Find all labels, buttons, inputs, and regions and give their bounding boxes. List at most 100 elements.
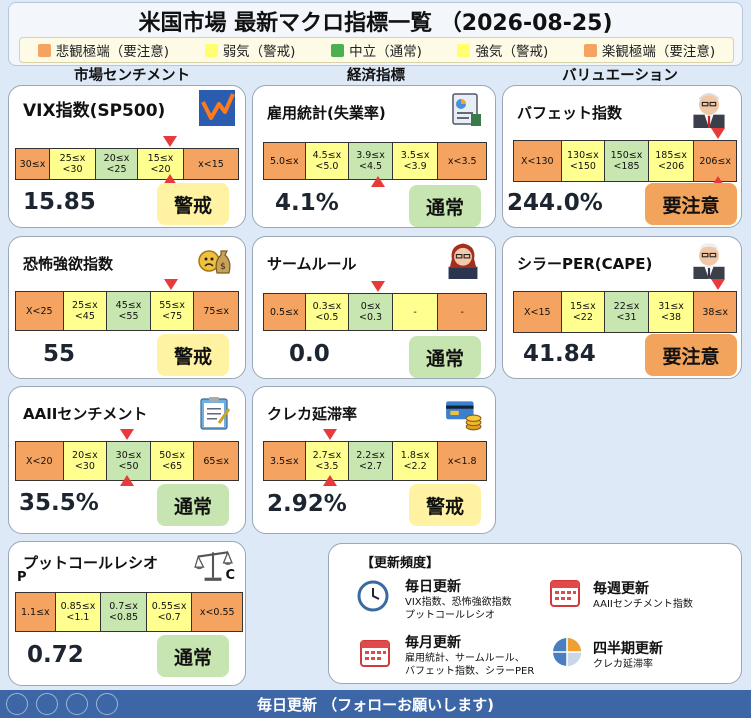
legend-item-neutral: 中立（通常) xyxy=(331,40,422,60)
range-cell: - xyxy=(438,294,486,330)
call-label: C xyxy=(225,568,235,583)
status-badge: 警戒 xyxy=(157,183,229,225)
range-cell: 55≤x<75 xyxy=(150,292,195,330)
indicator-value: 244.0% xyxy=(507,190,603,216)
card-fear-greed: 恐怖強欲指数 $ X<25 25≤x<45 45≤x<55 55≤x<75 75… xyxy=(8,236,246,379)
range-scale: 5.0≤x 4.5≤x<5.0 3.9≤x<4.5 3.5≤x<3.9 x<3.… xyxy=(263,142,487,180)
current-marker-top xyxy=(163,136,177,147)
trend-chart-icon xyxy=(199,90,235,126)
card-title: AAIIセンチメント xyxy=(23,405,148,423)
range-cell: 1.1≤x xyxy=(16,593,56,631)
range-cell: 30≤x<50 xyxy=(107,442,151,480)
range-cell: 25≤x<30 xyxy=(50,149,96,179)
legend-item-bearish: 弱気（警戒) xyxy=(204,40,295,60)
pen-tool-icon[interactable] xyxy=(6,693,28,715)
range-cell: - xyxy=(392,294,439,330)
range-cell: x<3.5 xyxy=(438,143,486,179)
range-cell: 3.5≤x xyxy=(264,442,306,480)
credit-card-icon xyxy=(446,401,482,431)
card-title: 雇用統計(失業率) xyxy=(267,104,386,122)
range-cell: 4.5≤x<5.0 xyxy=(305,143,350,179)
more-options-icon[interactable] xyxy=(96,693,118,715)
range-scale: X<130 130≤x<150 150≤x<185 185≤x<206 206≤… xyxy=(513,140,737,182)
footer-text: 毎日更新 （フォローお願いします) xyxy=(256,696,495,714)
monthly-update: 毎月更新 雇用統計、サームルール、 バフェット指数、シラーPER xyxy=(405,635,535,677)
legend-item-extreme-pessimism: 悲観極端（要注意) xyxy=(37,40,169,60)
range-cell: X<15 xyxy=(514,292,562,332)
range-scale: X<15 15≤x<22 22≤x<31 31≤x<38 38≤x xyxy=(513,291,737,333)
page-title: 米国市場 最新マクロ指標一覧 （2026-08-25) xyxy=(138,11,613,36)
status-badge: 警戒 xyxy=(157,334,229,376)
range-scale: 1.1≤x 0.85≤x<1.1 0.7≤x<0.85 0.55≤x<0.7 x… xyxy=(15,592,243,632)
range-cell: 25≤x<45 xyxy=(63,292,108,330)
range-cell: 15≤x<22 xyxy=(561,292,606,332)
range-cell: X<25 xyxy=(16,292,64,330)
calendar-icon xyxy=(360,640,390,667)
card-title: シラーPER(CAPE) xyxy=(517,255,653,273)
range-cell: x<15 xyxy=(184,149,238,179)
calendar-icon xyxy=(550,580,580,607)
daily-update: 毎日更新 VIX指数、恐怖強欲指数 プットコールレシオ xyxy=(405,579,512,621)
portrait-icon xyxy=(693,243,725,279)
range-cell: 0.5≤x xyxy=(264,294,306,330)
range-cell: x<0.55 xyxy=(192,593,242,631)
card-sahm-rule: サームルール 0.5≤x 0.3≤x<0.5 0≤x<0.3 - - 0.0 通… xyxy=(252,236,496,379)
card-put-call: プットコールレシオ P C 1.1≤x 0.85≤x<1.1 0.7≤x<0.8… xyxy=(8,541,246,686)
column-heading-economy: 経済指標 xyxy=(347,68,405,84)
range-cell: 3.9≤x<4.5 xyxy=(349,143,393,179)
range-cell: 38≤x xyxy=(694,292,737,332)
status-badge: 通常 xyxy=(157,635,229,677)
card-aaii: AAIIセンチメント X<20 20≤x<30 30≤x<50 50≤x<65 … xyxy=(8,386,246,534)
status-badge: 要注意 xyxy=(645,183,737,225)
svg-text:$: $ xyxy=(220,262,226,272)
range-cell: 20≤x<30 xyxy=(63,442,108,480)
indicator-value: 2.92% xyxy=(267,491,347,517)
range-cell: 0.55≤x<0.7 xyxy=(146,593,193,631)
slides-tool-icon[interactable] xyxy=(36,693,58,715)
card-vix: VIX指数(SP500) 30≤x 25≤x<30 20≤x<25 15≤x<2… xyxy=(8,85,246,228)
current-marker-top xyxy=(371,281,385,292)
current-marker-top xyxy=(120,429,134,440)
update-frequency-title: 【更新頻度】 xyxy=(361,556,440,571)
card-employment: 雇用統計(失業率) 5.0≤x 4.5≤x<5.0 3.9≤x<4.5 3.5≤… xyxy=(252,85,496,228)
legend: 悲観極端（要注意) 弱気（警戒) 中立（通常) 強気（警戒) 楽観極端（要注意) xyxy=(19,37,734,63)
current-marker-top xyxy=(711,279,725,290)
put-label: P xyxy=(17,570,27,585)
current-marker-bottom xyxy=(711,176,725,187)
range-cell: 0.7≤x<0.85 xyxy=(101,593,147,631)
column-heading-sentiment: 市場センチメント xyxy=(74,68,190,84)
indicator-value: 55 xyxy=(43,341,76,367)
range-cell: 22≤x<31 xyxy=(605,292,649,332)
range-cell: X<20 xyxy=(16,442,64,480)
range-cell: 185≤x<206 xyxy=(648,141,695,181)
range-cell: 5.0≤x xyxy=(264,143,306,179)
header: 米国市場 最新マクロ指標一覧 （2026-08-25) 悲観極端（要注意) 弱気… xyxy=(8,2,743,66)
status-badge: 通常 xyxy=(409,185,481,227)
weekly-update: 毎週更新 AAIIセンチメント指数 xyxy=(593,581,693,610)
current-marker-top xyxy=(164,279,178,290)
range-cell: 0≤x<0.3 xyxy=(349,294,393,330)
card-title: クレカ延滞率 xyxy=(267,405,358,423)
portrait-icon xyxy=(693,93,725,128)
zoom-icon[interactable] xyxy=(66,693,88,715)
range-cell: 2.2≤x<2.7 xyxy=(349,442,393,480)
card-title: サームルール xyxy=(267,255,357,273)
range-cell: 130≤x<150 xyxy=(561,141,606,181)
card-title: プットコールレシオ xyxy=(23,554,159,572)
range-scale: 30≤x 25≤x<30 20≤x<25 15≤x<20 x<15 xyxy=(15,148,239,180)
card-title: 恐怖強欲指数 xyxy=(23,255,114,273)
range-cell: 1.8≤x<2.2 xyxy=(392,442,439,480)
clock-icon xyxy=(357,580,389,612)
report-icon xyxy=(452,93,481,126)
update-frequency-panel: 【更新頻度】 毎日更新 VIX指数、恐怖強欲指数 プットコールレシオ 毎週更新 … xyxy=(328,543,742,684)
range-cell: 50≤x<65 xyxy=(150,442,195,480)
indicator-value: 35.5% xyxy=(19,490,99,516)
range-cell: 30≤x xyxy=(16,149,50,179)
pie-chart-icon xyxy=(553,638,581,666)
clipboard-icon xyxy=(200,397,231,430)
current-marker-bottom xyxy=(323,475,337,486)
range-cell: 65≤x xyxy=(194,442,238,480)
status-badge: 要注意 xyxy=(645,334,737,376)
current-marker-bottom xyxy=(120,475,134,486)
card-title: VIX指数(SP500) xyxy=(23,101,166,121)
